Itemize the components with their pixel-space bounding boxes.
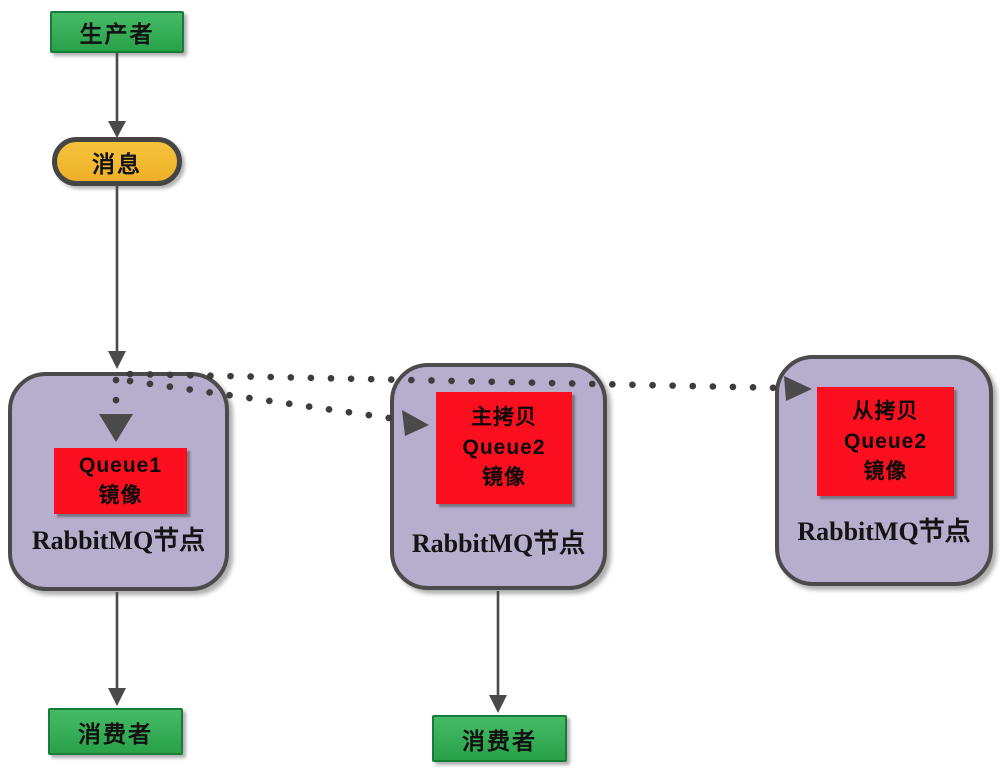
queue2-master-line-2: Queue2 [462, 436, 546, 459]
queue1-line-2: 镜像 [98, 484, 143, 507]
arrow-node2-to-consumer2 [489, 591, 507, 713]
node1-label: RabbitMQ节点 [31, 526, 206, 555]
arrow-message-to-node1 [108, 186, 126, 369]
consumer-box-1: 消费者 [48, 708, 183, 755]
node3-label: RabbitMQ节点 [797, 517, 971, 546]
node2-label: RabbitMQ节点 [411, 529, 586, 558]
queue2-master-copy-box: 主拷贝 Queue2 镜像 [436, 392, 572, 504]
queue2-master-line-3: 镜像 [482, 466, 526, 489]
rabbitmq-node-3: 从拷贝 Queue2 镜像 RabbitMQ节点 [775, 355, 993, 586]
message-pill: 消息 [52, 137, 182, 186]
consumer1-label: 消费者 [78, 720, 153, 747]
queue2-slave-copy-box: 从拷贝 Queue2 镜像 [817, 387, 954, 496]
queue2-slave-line-3: 镜像 [863, 459, 908, 483]
rabbitmq-node-2: 主拷贝 Queue2 镜像 RabbitMQ节点 [390, 363, 607, 590]
consumer2-label: 消费者 [462, 727, 537, 754]
message-label: 消息 [92, 150, 142, 177]
queue1-line-1: Queue1 [78, 454, 163, 477]
consumer-box-2: 消费者 [432, 715, 567, 762]
producer-label: 生产者 [79, 21, 155, 47]
queue1-mirror-box: Queue1 镜像 [54, 448, 187, 514]
producer-box: 生产者 [50, 11, 184, 53]
arrow-producer-to-message [108, 53, 126, 138]
queue2-master-line-1: 主拷贝 [471, 406, 537, 429]
queue2-slave-line-1: 从拷贝 [852, 399, 919, 423]
arrow-node1-to-consumer1 [108, 592, 126, 706]
rabbitmq-node-1: Queue1 镜像 RabbitMQ节点 [8, 372, 229, 591]
queue2-slave-line-2: Queue2 [843, 429, 928, 453]
